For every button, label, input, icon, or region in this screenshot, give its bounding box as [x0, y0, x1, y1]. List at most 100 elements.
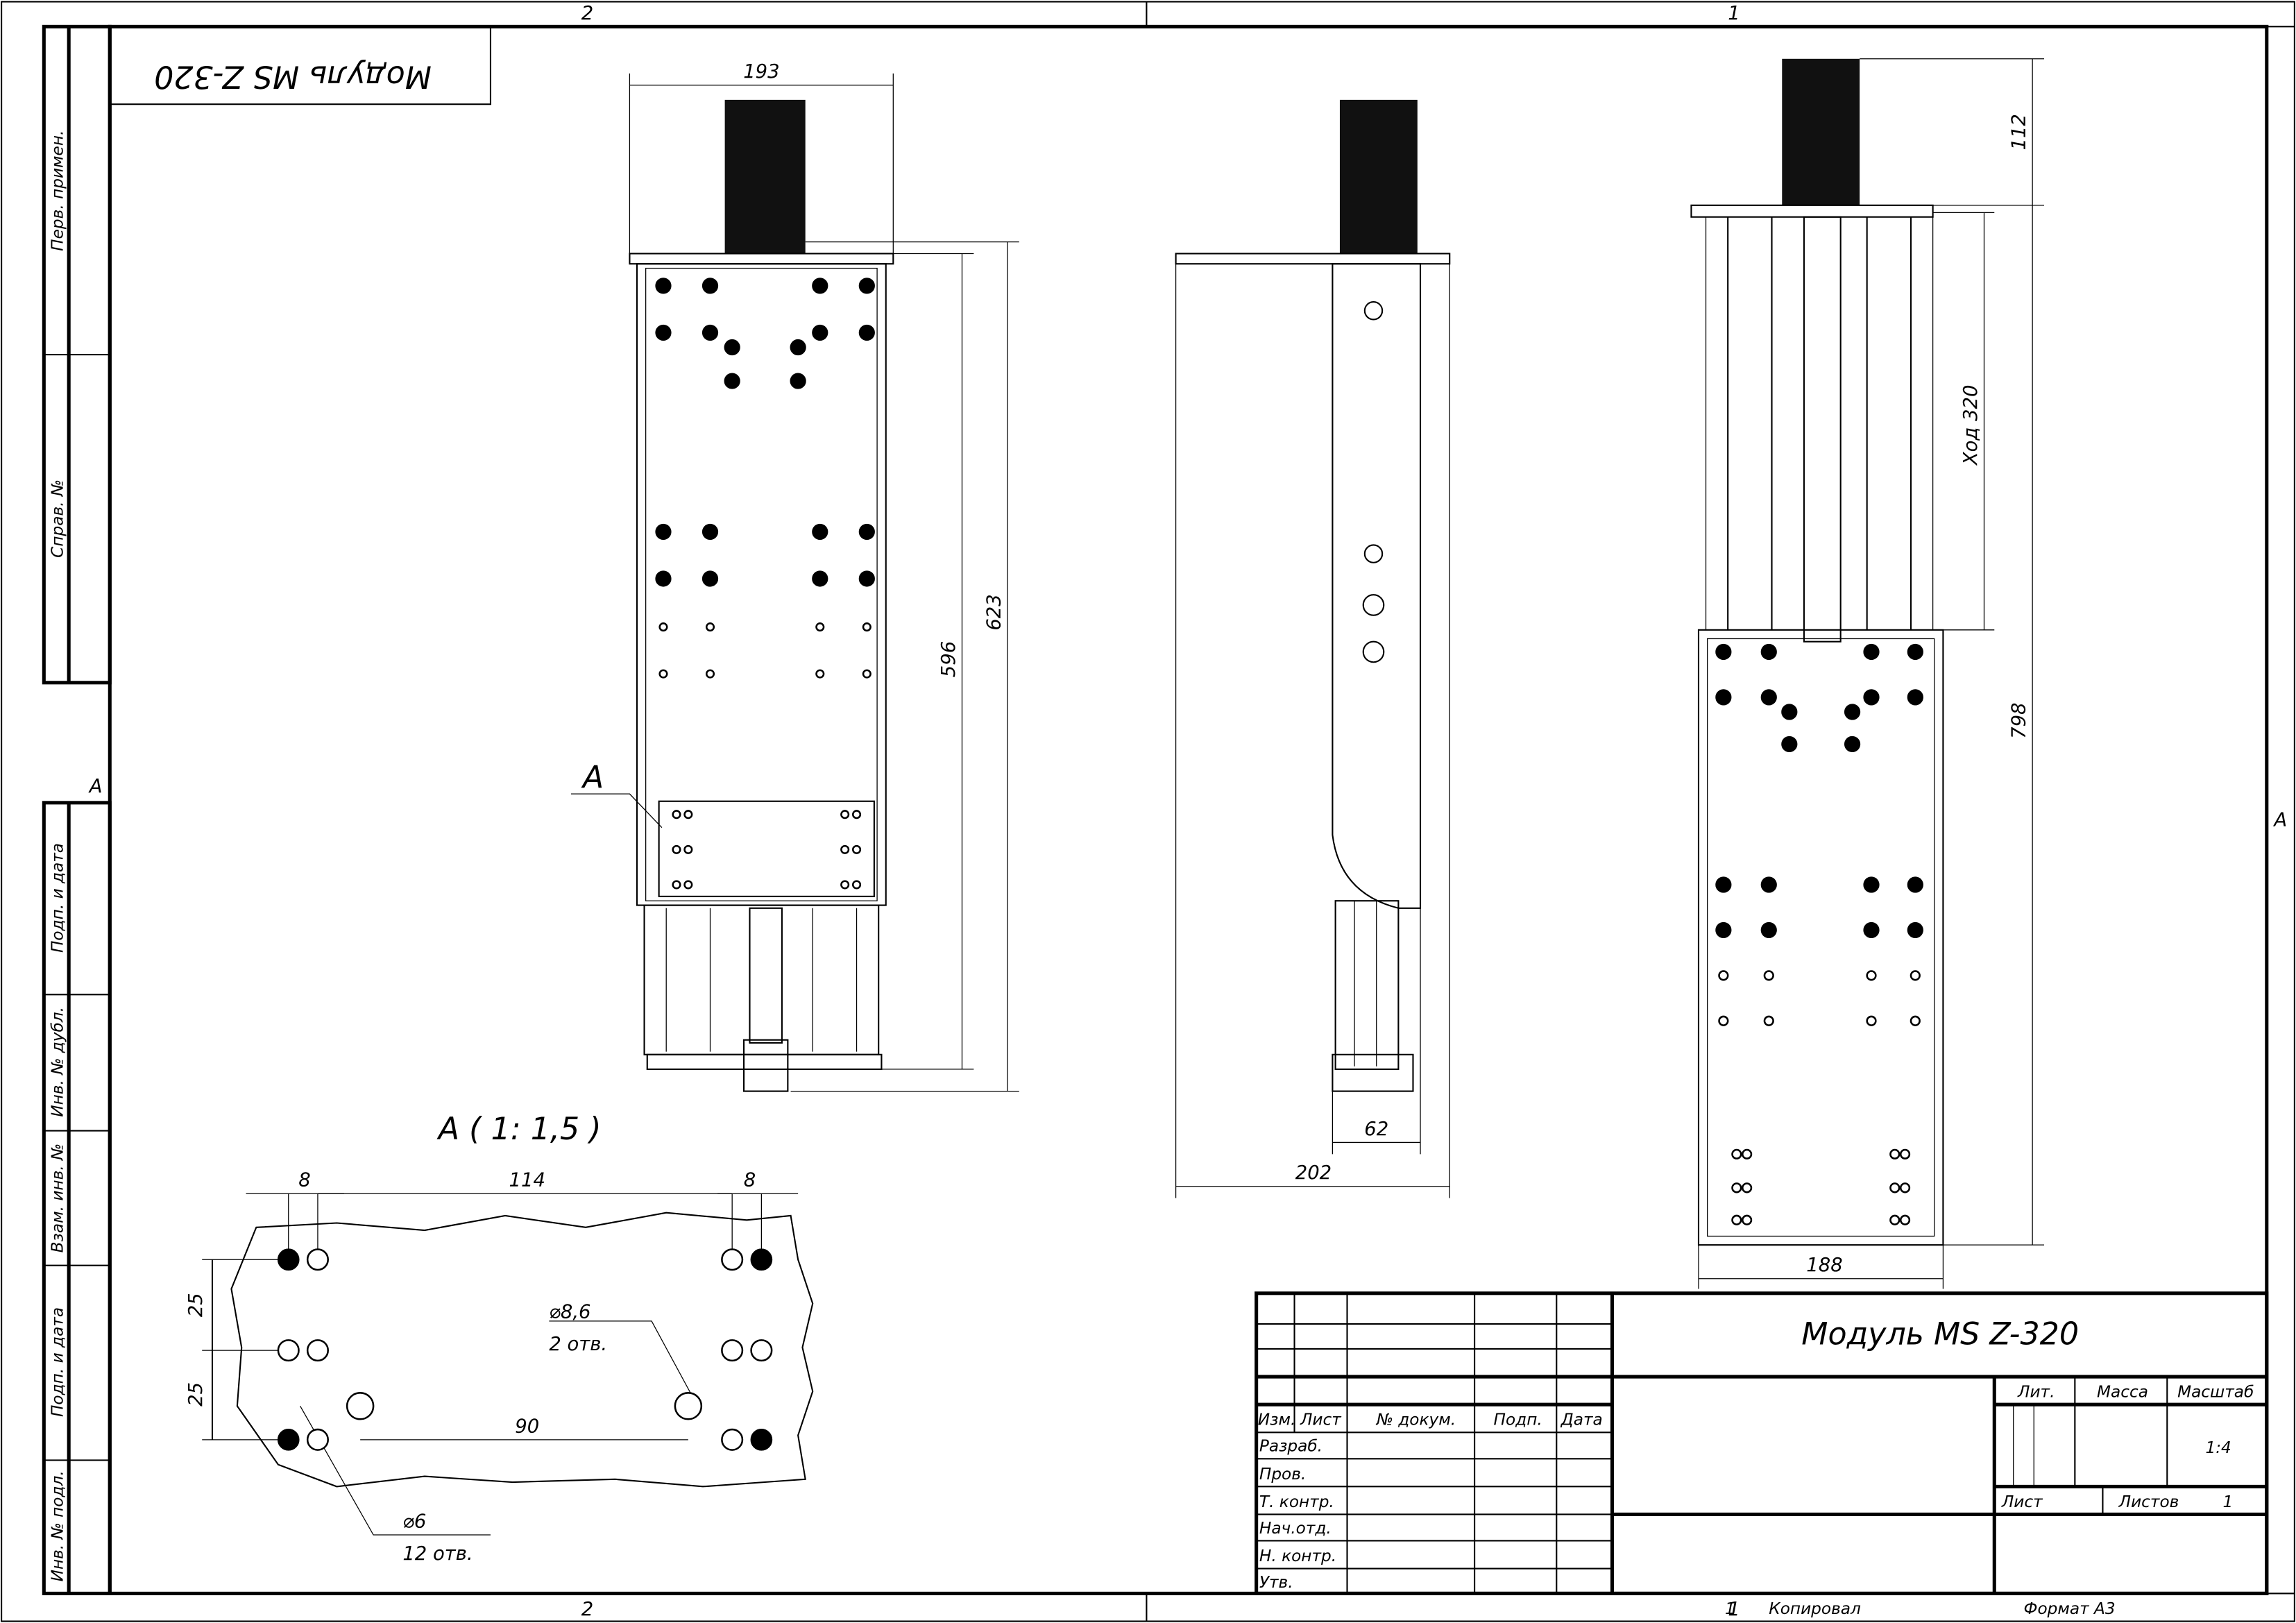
mounting-hole: [750, 1339, 773, 1362]
side-strip: Перв. примен. Справ. № Подп. и дата Инв.…: [42, 24, 112, 1595]
mounting-hole: [658, 669, 668, 679]
mounting-hole: [306, 1339, 329, 1362]
mounting-hole: [701, 278, 719, 294]
mounting-hole: [674, 1392, 703, 1420]
mounting-hole: [1863, 689, 1880, 706]
mounting-hole: [721, 1248, 744, 1271]
row-prov: Пров.: [1259, 1465, 1306, 1484]
mounting-hole: [852, 880, 862, 890]
extended-view: 112 Ход 320 798 188: [1690, 58, 2045, 1289]
mounting-hole: [790, 339, 806, 356]
sheets-label: Листов: [2118, 1493, 2179, 1511]
mounting-hole: [277, 1248, 300, 1271]
mounting-hole: [790, 373, 806, 389]
detail-callout-a: A: [581, 760, 604, 796]
dim-193: 193: [743, 61, 779, 83]
mounting-hole: [858, 278, 875, 294]
hole-large-diameter: ⌀8,6: [549, 1302, 590, 1323]
header-list: Лист: [1300, 1411, 1342, 1429]
mounting-hole: [1910, 970, 1921, 981]
mass-label: Масса: [2097, 1383, 2148, 1402]
mounting-hole: [655, 570, 672, 587]
mounting-hole: [1907, 643, 1923, 661]
mounting-hole: [1731, 1148, 1742, 1159]
drawing-title: Модуль MS Z-320: [1801, 1317, 2079, 1352]
mounting-hole: [701, 570, 719, 587]
zone-label-bottom-2: 2: [581, 1599, 593, 1620]
mounting-hole: [1910, 1015, 1921, 1026]
scale-value: 1:4: [2205, 1438, 2231, 1457]
mounting-hole: [840, 810, 850, 819]
mounting-hole: [1763, 1015, 1774, 1026]
mounting-hole: [672, 880, 681, 890]
row-utv: Утв.: [1259, 1573, 1293, 1592]
zone-label-bottom-1: 1: [1728, 1599, 1740, 1620]
strip-label-perv-primen: Перв. примен.: [49, 130, 67, 251]
lit-label: Лит.: [2017, 1383, 2055, 1402]
detail-a-view: A ( 1: 1,5 ) 8 114 8 25 25 90 ⌀8,6 2 отв…: [185, 1112, 814, 1565]
detail-a-region: [658, 800, 875, 897]
break-outline: [230, 1212, 814, 1488]
mounting-hole: [812, 278, 828, 294]
mounting-hole: [1889, 1148, 1900, 1159]
mounting-hole: [812, 523, 828, 541]
copied-label: Копировал: [1769, 1599, 1861, 1618]
hole-large-count: 2 отв.: [549, 1334, 607, 1355]
dim-112: 112: [2009, 114, 2030, 150]
mounting-hole: [858, 570, 875, 587]
carriage-body: [1697, 629, 1944, 1246]
mounting-hole: [858, 324, 875, 341]
dim-25-bottom: 25: [185, 1382, 207, 1407]
mounting-hole: [1715, 643, 1732, 661]
mounting-hole: [655, 278, 672, 294]
detail-a-title: A ( 1: 1,5 ): [436, 1112, 602, 1147]
copied-number: 1: [1725, 1599, 1735, 1618]
strip-label-inv-dubl: Инв. № дубл.: [49, 1007, 67, 1117]
dim-596: 596: [938, 641, 960, 677]
mounting-hole: [858, 523, 875, 541]
mounting-hole: [724, 339, 740, 356]
top-plate: [629, 253, 894, 265]
mounting-hole: [750, 1429, 773, 1451]
sheet-label: Лист: [2001, 1493, 2043, 1511]
mounting-hole: [1715, 921, 1732, 939]
header-doc-no: № докум.: [1375, 1411, 1456, 1429]
mounting-hole: [1718, 970, 1729, 981]
mounting-hole: [1863, 876, 1880, 893]
mounting-hole: [1715, 689, 1732, 706]
mounting-hole: [721, 1428, 744, 1451]
mounting-hole: [1763, 970, 1774, 981]
dim-90: 90: [515, 1416, 539, 1437]
mounting-hole: [1899, 1214, 1911, 1225]
mounting-hole: [672, 810, 681, 819]
mounting-hole: [655, 324, 672, 341]
mounting-hole: [1781, 704, 1798, 720]
mounting-hole: [1742, 1148, 1753, 1159]
dim-202: 202: [1295, 1162, 1332, 1184]
header-izm: Изм.: [1258, 1411, 1296, 1429]
mounting-hole: [1742, 1214, 1753, 1225]
mounting-hole: [1863, 921, 1880, 939]
mounting-hole: [1731, 1214, 1742, 1225]
zone-label-top-1: 1: [1728, 3, 1740, 24]
sheets-value: 1: [2222, 1493, 2233, 1511]
mounting-hole: [1781, 736, 1798, 753]
row-nach-otd: Нач.отд.: [1259, 1519, 1332, 1538]
mounting-hole: [277, 1339, 300, 1362]
mounting-hole: [306, 1428, 329, 1451]
mounting-hole: [724, 373, 740, 389]
zone-label-left-a: A: [88, 776, 103, 797]
mounting-hole: [1760, 643, 1777, 661]
dim-62: 62: [1364, 1119, 1388, 1140]
mounting-hole: [840, 880, 850, 890]
mounting-hole: [1760, 876, 1777, 893]
top-plate: [1175, 253, 1451, 265]
carriage-body: [1332, 263, 1422, 909]
dim-623: 623: [983, 594, 1005, 630]
mounting-hole: [1907, 689, 1923, 706]
header-data: Дата: [1561, 1411, 1603, 1429]
mounting-hole: [721, 1339, 744, 1362]
mounting-hole: [1863, 643, 1880, 661]
row-n-kontr: Н. контр.: [1259, 1547, 1336, 1565]
